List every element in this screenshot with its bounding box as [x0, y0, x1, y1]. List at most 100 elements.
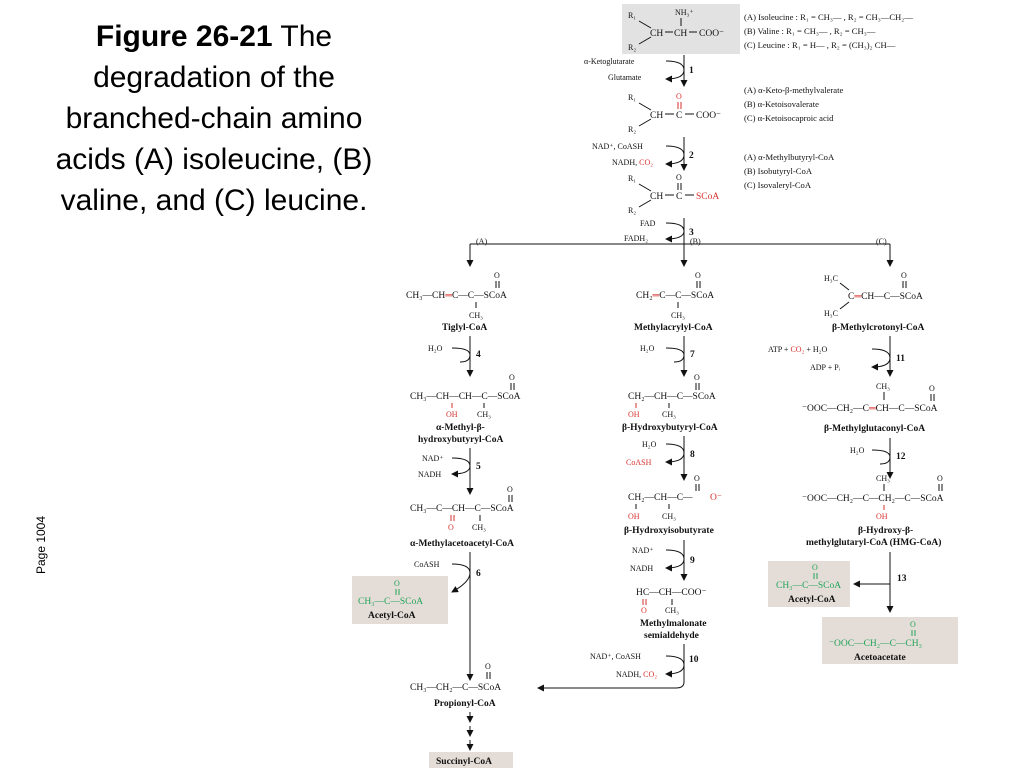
step2-output: NADH, CO₂	[612, 158, 653, 167]
methacrylyl-ch3: CH₃	[671, 311, 685, 320]
acyl-legend-b: (B) Isobutyryl-CoA	[744, 166, 813, 176]
step6-input: CoASH	[414, 560, 440, 569]
acetoacetate-o: O	[910, 620, 916, 629]
acetyl-coa-box-a	[352, 576, 448, 624]
succinyl-name: Succinyl-CoA	[436, 757, 492, 767]
mgc-formula: ⁻OOC—CH₂—C═CH—C—SCoA	[802, 404, 938, 414]
substrate-ch2: CH	[674, 29, 687, 39]
mcc-h3c-bottom: H₃C	[824, 309, 838, 318]
mcc-rest: CH—C—SCoA	[861, 292, 923, 302]
hiba-ominus: O⁻	[710, 493, 722, 503]
propionyl-o: O	[485, 662, 491, 671]
mgc-name: β-Methylglutaconyl-CoA	[824, 424, 925, 434]
hydroxy-name-1: α-Methyl-β-	[436, 423, 485, 433]
step12-number: 12	[896, 452, 906, 462]
branch-c-label: (C)	[876, 237, 887, 246]
aceto-formula: CH₃—C—CH—C—SCoA	[410, 504, 514, 514]
step10-number: 10	[689, 655, 699, 665]
methacrylyl-formula: CH₂═C—C—SCoA	[636, 291, 714, 301]
acetyl-a-o: O	[394, 579, 400, 588]
substrate-ch: CH	[650, 29, 663, 39]
propionyl-formula: CH₃—CH₂—C—SCoA	[410, 683, 501, 693]
caption-text: The degradation of the branched-chain am…	[55, 20, 373, 217]
acyl-ch: CH	[650, 192, 663, 202]
step2-co2: CO₂	[639, 158, 653, 167]
methacrylyl-name: Methylacrylyl-CoA	[634, 323, 713, 333]
hbcoa-oh: OH	[628, 410, 640, 419]
substrate-r1: R₁	[628, 11, 636, 20]
step1-number: 1	[689, 66, 694, 76]
msa-ch3: CH₃	[665, 606, 679, 615]
acetyl-c-formula: CH₃—C—SCoA	[776, 581, 841, 591]
step7-input: H₂O	[640, 344, 655, 353]
keto-o: O	[676, 92, 682, 101]
acetyl-c-name: Acetyl-CoA	[788, 595, 836, 605]
step9-output: NADH	[630, 564, 653, 573]
methacrylyl-rest: C—C—SCoA	[659, 291, 714, 301]
mcc-name: β-Methylcrotonyl-CoA	[832, 323, 925, 333]
branch-a-label: (A)	[476, 237, 487, 246]
keto-legend-b: (B) α-Ketoisovalerate	[744, 99, 819, 109]
keto-legend-c: (C) α-Ketoisocaproic acid	[744, 113, 834, 123]
aceto-name: α-Methylacetoacetyl-CoA	[410, 539, 514, 549]
acetyl-c-o: O	[812, 563, 818, 572]
acyl-c: C	[676, 192, 682, 202]
tiglyl-ch3: CH₃	[469, 311, 483, 320]
branch-b-label: (B)	[690, 237, 701, 246]
acyl-r2: R₂	[628, 206, 636, 215]
step8-input: H₂O	[642, 440, 657, 449]
substrate-legend-a: (A) Isoleucine : R₁ = CH₃— , R₂ = CH₃—CH…	[744, 12, 913, 22]
hbcoa-formula: CH₂—CH—C—SCoA	[628, 392, 716, 402]
step2-input: NAD⁺, CoASH	[592, 142, 643, 151]
keto-r1: R₁	[628, 93, 636, 102]
aceto-o2: O	[448, 523, 454, 532]
substrate-legend-b: (B) Valine : R₁ = CH₃— , R₂ = CH₃—	[744, 26, 876, 36]
keto-coo: COO⁻	[696, 111, 721, 121]
pathway-diagram: R₁ R₂ NH₃⁺ CH CH COO⁻ (A) Isoleucine : R…	[352, 4, 958, 768]
step11-co2: CO₂	[790, 345, 804, 354]
mcc-o: O	[901, 271, 907, 280]
keto-r2: R₂	[628, 125, 636, 134]
mcc-formula: C═CH—C—SCoA	[848, 292, 923, 302]
acetoacetate-name: Acetoacetate	[854, 653, 906, 663]
mcc-h3c-top: H₃C	[824, 274, 838, 283]
keto-c: C	[676, 111, 682, 121]
hmg-o: O	[937, 474, 943, 483]
aceto-ch3: CH₃	[472, 523, 486, 532]
hbcoa-ch3: CH₃	[662, 410, 676, 419]
tiglyl-formula: CH₃—CH═C—C—SCoA	[406, 291, 507, 301]
msa-name-2: semialdehyde	[644, 631, 699, 641]
step8-output: CoASH	[626, 458, 652, 467]
step10-nadh: NADH,	[616, 670, 643, 679]
figure-number: Figure 26-21	[95, 20, 273, 53]
hmg-formula: ⁻OOC—CH₂—C—CH₂—C—SCoA	[802, 494, 944, 504]
step11-output: ADP + Pᵢ	[810, 363, 841, 372]
step4-number: 4	[476, 350, 481, 360]
mgc-part3: CH—C—SCoA	[876, 404, 938, 414]
hiba-oh: OH	[628, 512, 640, 521]
succinyl-coa-box	[429, 752, 513, 768]
step10-co2: CO₂	[643, 670, 657, 679]
hiba-formula: CH₂—CH—C—	[628, 493, 693, 503]
acyl-r1: R₁	[628, 174, 636, 183]
mgc-part1: ⁻OOC—CH₂—	[802, 404, 863, 414]
step4-input: H₂O	[428, 344, 443, 353]
keto-ch: CH	[650, 111, 663, 121]
acetoacetate-box	[822, 617, 958, 664]
acyl-legend-c: (C) Isovaleryl-CoA	[744, 180, 812, 190]
step12-input: H₂O	[850, 446, 865, 455]
substrate-r2: R₂	[628, 43, 636, 52]
page-marker: Page 1004	[34, 515, 49, 575]
hmg-name-1: β-Hydroxy-β-	[858, 526, 913, 536]
acetyl-a-formula: CH₃—C—SCoA	[358, 597, 423, 607]
mcc-c: C	[848, 292, 854, 302]
figure-caption: Figure 26-21 The degradation of the bran…	[28, 16, 400, 221]
step3-output: FADH₂	[624, 234, 648, 243]
acyl-scoa: SCoA	[696, 192, 719, 202]
step2-number: 2	[689, 151, 694, 161]
methacrylyl-o: O	[695, 271, 701, 280]
mgc-o: O	[929, 384, 935, 393]
tiglyl-name: Tiglyl-CoA	[442, 323, 487, 333]
step3-input: FAD	[640, 219, 656, 228]
step10-output: NADH, CO₂	[616, 670, 657, 679]
